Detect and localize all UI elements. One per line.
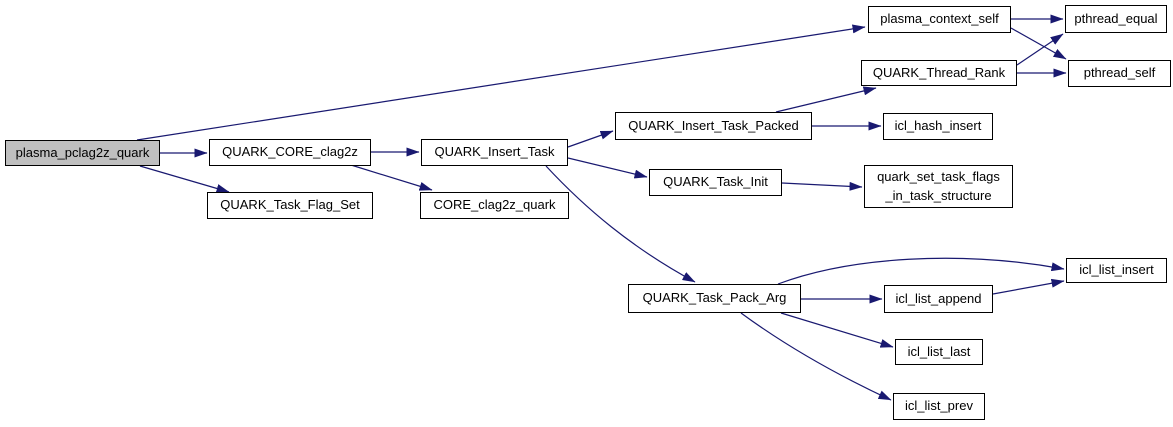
graph-node-QUARK_Thread_Rank[interactable]: QUARK_Thread_Rank bbox=[861, 60, 1017, 86]
graph-node-CORE_clag2z_quark[interactable]: CORE_clag2z_quark bbox=[420, 192, 569, 219]
graph-node-QUARK_CORE_clag2z[interactable]: QUARK_CORE_clag2z bbox=[209, 139, 371, 166]
graph-node-icl_list_last[interactable]: icl_list_last bbox=[895, 339, 983, 365]
graph-node-label: QUARK_Task_Flag_Set bbox=[220, 197, 360, 213]
graph-node-label: icl_list_insert bbox=[1079, 262, 1154, 278]
graph-node-QUARK_Insert_Task_Packed[interactable]: QUARK_Insert_Task_Packed bbox=[615, 112, 812, 140]
graph-node-label: CORE_clag2z_quark bbox=[433, 197, 556, 213]
edge-QUARK_Insert_Task-to-QUARK_Task_Pack_Arg bbox=[545, 165, 696, 283]
graph-node-QUARK_Task_Flag_Set[interactable]: QUARK_Task_Flag_Set bbox=[207, 192, 373, 219]
edge-QUARK_Insert_Task_Packed-to-QUARK_Thread_Rank bbox=[775, 86, 877, 113]
graph-node-QUARK_Task_Pack_Arg[interactable]: QUARK_Task_Pack_Arg bbox=[628, 284, 801, 313]
graph-node-QUARK_Insert_Task[interactable]: QUARK_Insert_Task bbox=[421, 139, 568, 166]
edge-QUARK_Insert_Task-to-QUARK_Task_Init bbox=[567, 157, 648, 179]
graph-node-label: icl_list_prev bbox=[905, 398, 973, 414]
graph-node-label: plasma_context_self bbox=[880, 11, 999, 27]
edge-QUARK_CORE_clag2z-to-CORE_clag2z_quark bbox=[350, 164, 433, 191]
edge-QUARK_Insert_Task-to-QUARK_Insert_Task_Packed bbox=[567, 130, 614, 148]
graph-node-label: QUARK_Thread_Rank bbox=[872, 64, 1006, 80]
graph-node-label: QUARK_Insert_Task bbox=[434, 144, 555, 160]
graph-node-label: icl_list_last bbox=[907, 343, 971, 359]
edge-QUARK_Thread_Rank-to-pthread_equal bbox=[1016, 33, 1064, 66]
graph-node-label: pthread_equal bbox=[1074, 10, 1158, 26]
graph-node-label: QUARK_CORE_clag2z bbox=[222, 144, 358, 160]
graph-node-label: QUARK_Insert_Task_Packed bbox=[628, 117, 799, 133]
graph-node-plasma_context_self[interactable]: plasma_context_self bbox=[868, 6, 1011, 33]
graph-node-pthread_equal[interactable]: pthread_equal bbox=[1065, 5, 1167, 33]
graph-node-quark_set_task_flags_in_task_structure[interactable]: quark_set_task_flags _in_task_structure bbox=[864, 165, 1013, 208]
graph-node-icl_hash_insert[interactable]: icl_hash_insert bbox=[883, 113, 993, 140]
graph-node-label: pthread_self bbox=[1083, 65, 1156, 81]
graph-node-icl_list_insert[interactable]: icl_list_insert bbox=[1066, 258, 1167, 283]
edge-plasma_pclag2z_quark-to-QUARK_Task_Flag_Set bbox=[139, 165, 230, 193]
graph-node-icl_list_prev[interactable]: icl_list_prev bbox=[893, 393, 985, 420]
graph-node-label: icl_hash_insert bbox=[894, 118, 982, 134]
graph-node-icl_list_append[interactable]: icl_list_append bbox=[884, 285, 993, 313]
graph-node-label: QUARK_Task_Pack_Arg bbox=[642, 290, 787, 306]
graph-node-label: QUARK_Task_Init bbox=[663, 174, 768, 190]
edge-QUARK_Task_Pack_Arg-to-icl_list_insert bbox=[777, 257, 1065, 285]
edge-plasma_context_self-to-pthread_self bbox=[1010, 27, 1067, 60]
edge-QUARK_Task_Init-to-quark_set_task_flags_in_task_structure bbox=[781, 181, 863, 191]
graph-node-label: plasma_pclag2z_quark bbox=[15, 144, 150, 160]
edge-icl_list_append-to-icl_list_insert bbox=[992, 278, 1065, 295]
graph-node-pthread_self[interactable]: pthread_self bbox=[1068, 60, 1171, 87]
graph-node-QUARK_Task_Init[interactable]: QUARK_Task_Init bbox=[649, 169, 782, 196]
graph-node-plasma_pclag2z_quark[interactable]: plasma_pclag2z_quark bbox=[5, 140, 160, 166]
graph-node-label: quark_set_task_flags _in_task_structure bbox=[877, 169, 1000, 203]
edge-QUARK_Task_Pack_Arg-to-icl_list_last bbox=[780, 312, 894, 348]
edge-plasma_pclag2z_quark-to-plasma_context_self bbox=[136, 24, 866, 141]
edge-QUARK_Task_Pack_Arg-to-icl_list_prev bbox=[740, 312, 892, 401]
graph-node-label: icl_list_append bbox=[895, 290, 982, 306]
